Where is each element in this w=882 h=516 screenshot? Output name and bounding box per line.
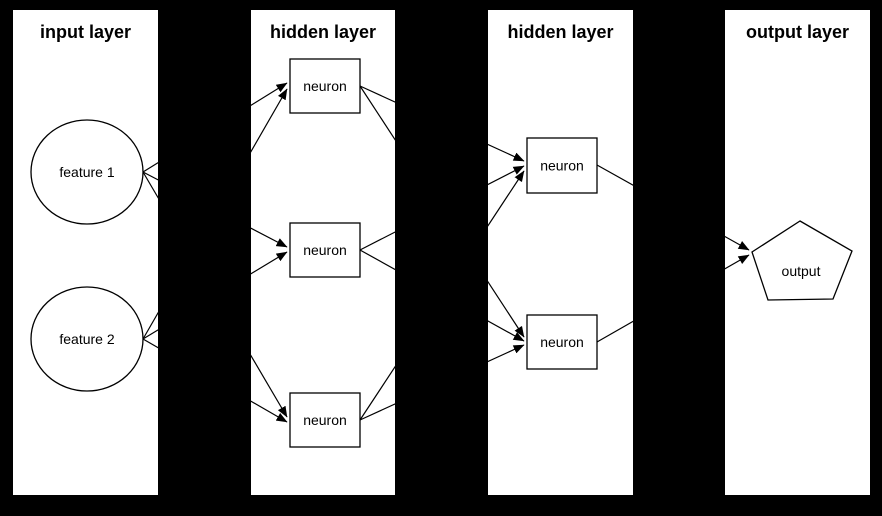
node-label-h1n2: neuron [303, 242, 347, 258]
edge-h1n3-h2n2 [359, 344, 525, 421]
node-h2n1 [526, 137, 598, 194]
edge-h1n1-h2n1 [359, 85, 525, 162]
edge-h2n2-out [596, 254, 750, 343]
node-h1n3 [289, 392, 361, 448]
node-label-out: output [782, 263, 821, 279]
edge-f1-h1n1 [142, 82, 288, 173]
edge-h1n2-h2n1 [359, 165, 525, 251]
node-h2n2 [526, 314, 598, 370]
edge-f1-h1n2 [142, 171, 288, 248]
node-out [751, 220, 853, 301]
edge-h1n1-h2n2 [359, 85, 525, 338]
node-label-h2n2: neuron [540, 334, 584, 350]
edge-f2-h1n1 [142, 88, 288, 340]
node-label-h1n1: neuron [303, 78, 347, 94]
node-label-h1n3: neuron [303, 412, 347, 428]
edge-h2n1-out [596, 164, 750, 251]
edge-h1n2-h2n2 [359, 249, 525, 342]
node-label-f1: feature 1 [59, 164, 114, 180]
layer-title-input: input layer [40, 22, 131, 42]
node-label-h2n1: neuron [540, 158, 584, 174]
node-f1 [30, 119, 144, 225]
layer-panel-input [13, 10, 158, 495]
node-f2 [30, 286, 144, 392]
layer-title-hidden2: hidden layer [507, 22, 613, 42]
edge-f2-h1n3 [142, 338, 288, 423]
layer-panel-hidden2 [488, 10, 633, 495]
node-h1n2 [289, 222, 361, 278]
edge-f1-h1n3 [142, 171, 288, 418]
node-label-f2: feature 2 [59, 331, 114, 347]
layer-title-output: output layer [746, 22, 849, 42]
node-h1n1 [289, 58, 361, 114]
layer-title-hidden1: hidden layer [270, 22, 376, 42]
